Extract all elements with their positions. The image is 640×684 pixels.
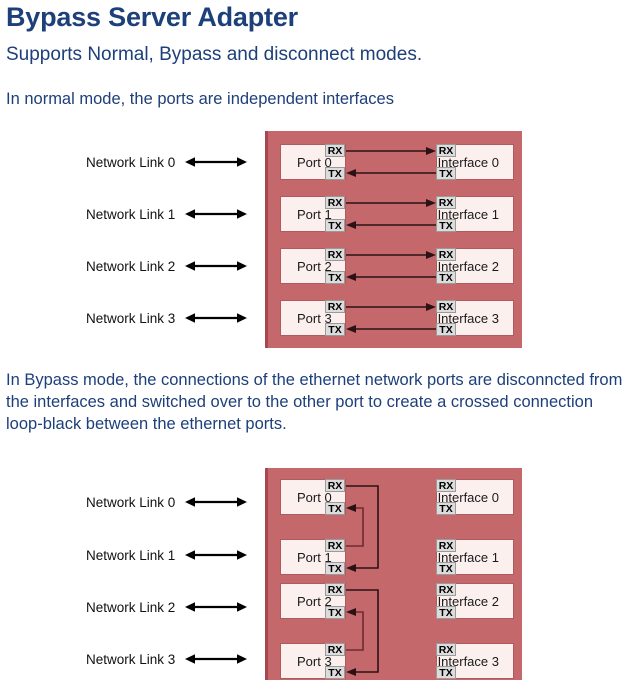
port-rx-pin: RX (325, 479, 345, 492)
bypass-mode-description: In Bypass mode, the connections of the e… (6, 371, 623, 433)
port-rx-pin: RX (325, 248, 345, 261)
port-label: Port 0 (297, 154, 332, 170)
port-rx-pin: RX (325, 144, 345, 157)
port-tx-pin: TX (325, 219, 345, 232)
interface-block: Interface 2 (436, 248, 514, 284)
network-link-label: Network Link 3 (86, 310, 176, 326)
port-label: Port 1 (297, 549, 332, 565)
port-label: Port 2 (297, 593, 332, 609)
interface-label: Interface 1 (437, 206, 499, 222)
network-link-label: Network Link 1 (86, 206, 176, 222)
interface-rx-pin: RX (436, 539, 456, 552)
port-rx-pin: RX (325, 196, 345, 209)
port-rx-pin: RX (325, 539, 345, 552)
bidirectional-arrow-icon (185, 654, 248, 664)
network-link-label: Network Link 1 (86, 547, 176, 563)
bidirectional-arrow-icon (185, 550, 248, 560)
interface-tx-pin: TX (436, 666, 456, 679)
page-title: Bypass Server Adapter (6, 2, 298, 32)
interface-label: Interface 0 (437, 489, 499, 505)
network-link-label: Network Link 3 (86, 651, 176, 667)
network-link-row: Network Link 1 (86, 204, 248, 224)
network-link-label: Network Link 2 (86, 599, 176, 615)
interface-rx-pin: RX (436, 479, 456, 492)
interface-rx-pin: RX (436, 248, 456, 261)
interface-rx-pin: RX (436, 300, 456, 313)
bidirectional-arrow-icon (185, 209, 248, 219)
port-rx-pin: RX (325, 300, 345, 313)
interface-tx-pin: TX (436, 562, 456, 575)
interface-label: Interface 2 (437, 593, 499, 609)
page-subtitle: Supports Normal, Bypass and disconnect m… (6, 44, 423, 65)
port-label: Port 1 (297, 206, 332, 222)
port-tx-pin: TX (325, 562, 345, 575)
network-link-row: Network Link 2 (86, 256, 248, 276)
interface-label: Interface 2 (437, 258, 499, 274)
interface-tx-pin: TX (436, 323, 456, 336)
bidirectional-arrow-icon (185, 261, 248, 271)
port-tx-pin: TX (325, 323, 345, 336)
network-link-row: Network Link 0 (86, 492, 248, 512)
interface-label: Interface 3 (437, 310, 499, 326)
interface-rx-pin: RX (436, 144, 456, 157)
port-label: Port 3 (297, 653, 332, 669)
port-label: Port 2 (297, 258, 332, 274)
port-tx-pin: TX (325, 606, 345, 619)
network-link-row: Network Link 3 (86, 308, 248, 328)
port-tx-pin: TX (325, 502, 345, 515)
port-tx-pin: TX (325, 666, 345, 679)
bidirectional-arrow-icon (185, 497, 248, 507)
network-link-row: Network Link 3 (86, 649, 248, 669)
port-label: Port 0 (297, 489, 332, 505)
interface-label: Interface 0 (437, 154, 499, 170)
interface-rx-pin: RX (436, 196, 456, 209)
normal-mode-description: In normal mode, the ports are independen… (6, 90, 394, 108)
bidirectional-arrow-icon (185, 313, 248, 323)
network-link-label: Network Link 0 (86, 154, 176, 170)
port-label: Port 3 (297, 310, 332, 326)
bidirectional-arrow-icon (185, 602, 248, 612)
interface-tx-pin: TX (436, 502, 456, 515)
port-tx-pin: TX (325, 167, 345, 180)
interface-tx-pin: TX (436, 606, 456, 619)
bidirectional-arrow-icon (185, 157, 248, 167)
port-tx-pin: TX (325, 271, 345, 284)
interface-tx-pin: TX (436, 219, 456, 232)
network-link-row: Network Link 2 (86, 597, 248, 617)
network-link-label: Network Link 2 (86, 258, 176, 274)
bypass-mode-diagram-panel: Port 0 RX TX Interface 0 RX TX Port 1 RX… (265, 468, 522, 680)
interface-tx-pin: TX (436, 271, 456, 284)
port-rx-pin: RX (325, 583, 345, 596)
port-rx-pin: RX (325, 643, 345, 656)
network-link-label: Network Link 0 (86, 494, 176, 510)
normal-mode-diagram-panel: Port 0 RX TX Interface 0 RX TX Port 1 RX… (265, 131, 522, 348)
interface-rx-pin: RX (436, 643, 456, 656)
network-link-row: Network Link 0 (86, 152, 248, 172)
interface-tx-pin: TX (436, 167, 456, 180)
interface-label: Interface 3 (437, 653, 499, 669)
network-link-row: Network Link 1 (86, 545, 248, 565)
interface-rx-pin: RX (436, 583, 456, 596)
interface-label: Interface 1 (437, 549, 499, 565)
